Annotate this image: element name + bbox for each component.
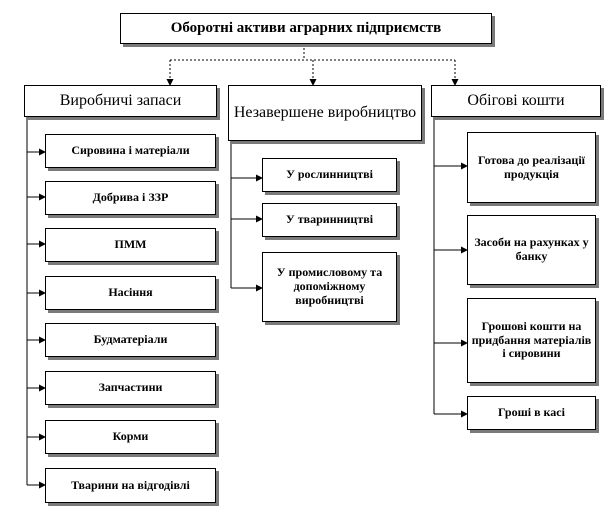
item-livestock: У тваринництві <box>262 203 397 237</box>
item-finished-products: Готова до реалізації продукція <box>467 132 596 203</box>
heading-working-funds: Обігові кошти <box>431 85 601 117</box>
item-industrial-auxiliary: У промисловому та допоміжному виробництв… <box>262 252 397 322</box>
heading-production-stocks: Виробничі запаси <box>24 85 217 117</box>
item-spare-parts: Запчастини <box>45 371 216 405</box>
item-cash-on-hand: Гроші в касі <box>467 396 596 430</box>
item-feed: Корми <box>45 420 216 454</box>
item-fattening-animals: Тварини на відгодівлі <box>45 468 216 503</box>
item-fuel-lubricants: ПММ <box>45 228 216 262</box>
diagram-title: Оборотні активи аграрних підприємств <box>120 13 492 44</box>
item-crop-production: У рослинництві <box>262 158 397 192</box>
item-building-materials: Будматеріали <box>45 323 216 357</box>
item-bank-accounts: Засоби на рахунках у банку <box>467 215 596 285</box>
item-seeds: Насіння <box>45 276 216 310</box>
item-fertilizers: Добрива і ЗЗР <box>45 181 216 215</box>
heading-work-in-progress: Незавершене виробництво <box>228 85 422 141</box>
item-cash-for-materials: Грошові кошти на придбання матеріалів і … <box>467 298 596 383</box>
item-raw-materials: Сировина і матеріали <box>45 134 216 168</box>
